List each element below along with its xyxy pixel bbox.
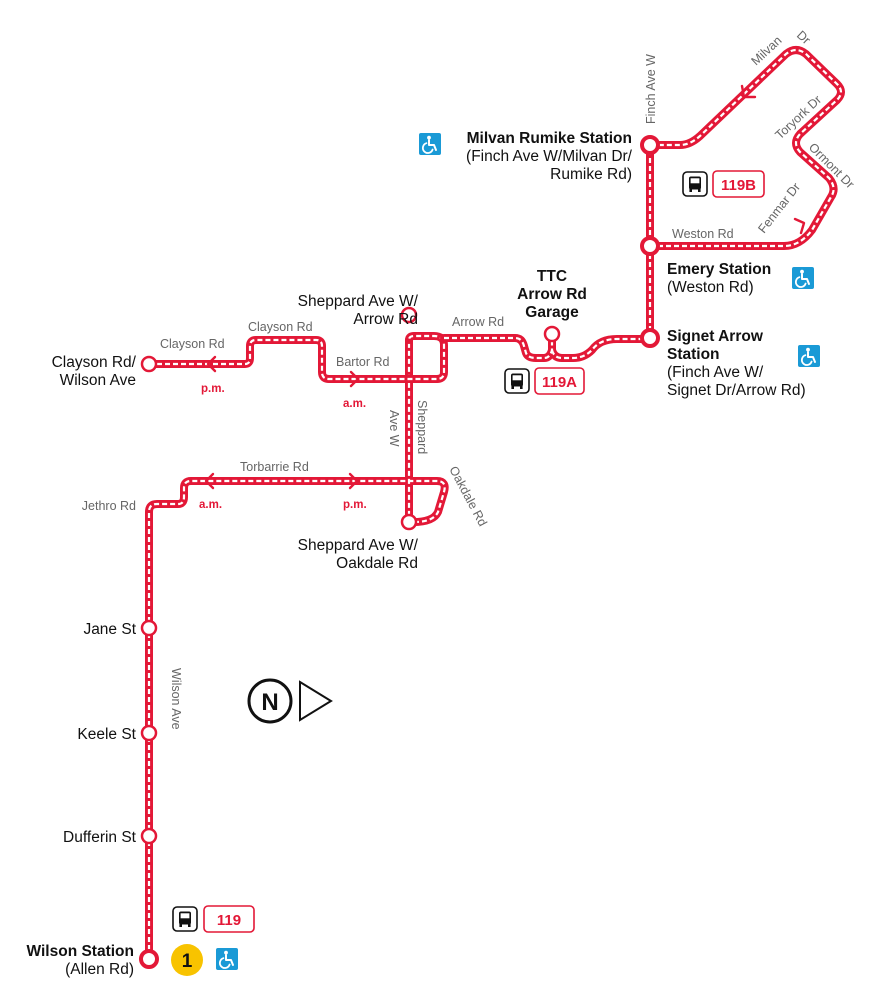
wilson-station-name: Wilson Station	[27, 943, 135, 960]
milvan-station-sub-1: (Finch Ave W/Milvan Dr/	[466, 148, 633, 165]
emery-station-sub: (Weston Rd)	[667, 279, 754, 296]
milvan-station-name: Milvan Rumike Station	[467, 130, 632, 147]
subway-line-number: 1	[182, 951, 193, 972]
route-119-label: 119	[217, 912, 241, 929]
arrow-torbarrie-west	[204, 472, 215, 490]
north-arrow-icon: N	[247, 678, 333, 724]
bus-icon	[682, 171, 708, 197]
stops	[139, 135, 660, 969]
route-119-badge: 119	[172, 905, 255, 933]
sheppard-oakdale-label-2: Oakdale Rd	[336, 555, 418, 572]
pm-label-clayson: p.m.	[201, 383, 225, 395]
route-119b-label: 119B	[721, 177, 756, 194]
stop-dufferin[interactable]	[140, 827, 158, 845]
am-label-bartor: a.m.	[343, 398, 366, 410]
wilson-station-sub: (Allen Rd)	[65, 961, 134, 978]
street-sheppard-a: Sheppard	[415, 400, 429, 454]
stop-keele[interactable]	[140, 724, 158, 742]
subway-line-1-icon: 1	[171, 944, 203, 976]
route-lines	[145, 46, 845, 962]
street-oakdale: Oakdale Rd	[446, 464, 489, 529]
route-119a-label: 119A	[542, 374, 577, 391]
route-119b-badge: 119B	[682, 170, 765, 198]
clayson-label-2: Wilson Ave	[60, 372, 136, 389]
street-finch: Finch Ave W	[644, 54, 658, 124]
street-milvan-b: Dr	[794, 28, 813, 47]
wheelchair-accessible-icon	[791, 266, 815, 290]
wheelchair-accessible-icon	[418, 132, 442, 156]
arrow-torbarrie-east	[348, 472, 359, 490]
street-clayson-2: Clayson Rd	[248, 320, 313, 334]
signet-station-name-1: Signet Arrow	[667, 328, 764, 345]
jane-label: Jane St	[83, 621, 136, 638]
street-weston: Weston Rd	[672, 227, 734, 241]
dufferin-label: Dufferin St	[63, 829, 137, 846]
clayson-label-1: Clayson Rd/	[52, 354, 137, 371]
signet-station-name-2: Station	[667, 346, 720, 363]
street-bartor: Bartor Rd	[336, 355, 390, 369]
stop-arrow-garage[interactable]	[543, 325, 561, 343]
keele-label: Keele St	[77, 726, 136, 743]
street-wilson-ave: Wilson Ave	[169, 668, 183, 730]
stop-sheppard-arrow[interactable]	[400, 306, 418, 324]
sheppard-oakdale-label-1: Sheppard Ave W/	[298, 537, 419, 554]
arrow-fenmar	[793, 217, 806, 235]
emery-station-name: Emery Station	[667, 261, 771, 278]
stop-sheppard-oakdale[interactable]	[400, 513, 418, 531]
sheppard-arrow-label-2: Arrow Rd	[353, 311, 418, 328]
pm-label-torbarrie: p.m.	[343, 499, 367, 511]
wheelchair-accessible-icon	[215, 947, 239, 971]
station-wilson[interactable]	[139, 949, 159, 969]
signet-station-sub-2: Signet Dr/Arrow Rd)	[667, 382, 806, 399]
direction-arrows	[204, 84, 806, 490]
stop-jane[interactable]	[140, 619, 158, 637]
station-milvan-rumike[interactable]	[640, 135, 660, 155]
north-label: N	[261, 689, 278, 716]
station-emery[interactable]	[640, 236, 660, 256]
bus-icon	[172, 906, 198, 932]
garage-label-2: Arrow Rd	[517, 286, 587, 303]
sheppard-arrow-label-1: Sheppard Ave W/	[298, 293, 419, 310]
route-119a-badge: 119A	[504, 367, 585, 395]
am-label-torbarrie: a.m.	[199, 499, 222, 511]
street-clayson-1: Clayson Rd	[160, 337, 225, 351]
milvan-station-sub-2: Rumike Rd)	[550, 166, 632, 183]
street-sheppard-b: Ave W	[387, 410, 401, 447]
arrow-bartor-east	[349, 370, 360, 388]
street-torbarrie: Torbarrie Rd	[240, 460, 309, 474]
garage-label-3: Garage	[525, 304, 579, 321]
signet-station-sub-1: (Finch Ave W/	[667, 364, 764, 381]
street-jethro: Jethro Rd	[82, 499, 136, 513]
station-signet-arrow[interactable]	[640, 328, 660, 348]
arrow-clayson-west	[206, 355, 217, 373]
garage-label-1: TTC	[537, 268, 567, 285]
bus-icon	[504, 368, 530, 394]
arrow-milvan	[740, 84, 757, 99]
wheelchair-accessible-icon	[797, 344, 821, 368]
stop-clayson-wilson[interactable]	[140, 355, 158, 373]
street-arrow: Arrow Rd	[452, 315, 504, 329]
